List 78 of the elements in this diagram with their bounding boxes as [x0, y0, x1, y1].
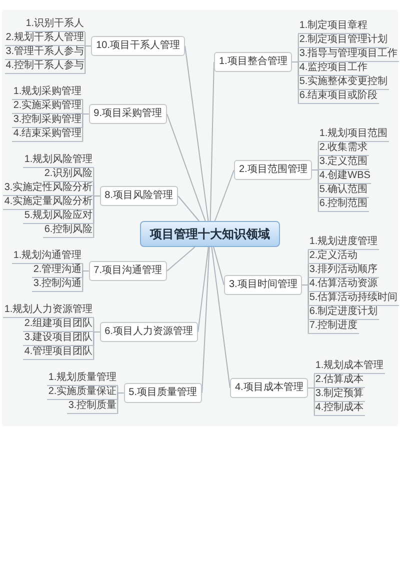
underlined-subtopic: 5.规划风险应对	[23, 210, 94, 224]
underlined-subtopic: 6.控制风险	[43, 224, 94, 238]
branch-line	[82, 270, 90, 292]
underlined-subtopic: 1.制定项目章程	[298, 20, 369, 34]
topic-box: 3.项目时间管理	[224, 275, 302, 295]
underlined-subtopic: 1.规划采购管理	[12, 86, 83, 100]
underlined-subtopic: 2.收集需求	[318, 142, 369, 156]
underlined-subtopic: 6.结束项目或阶段	[298, 90, 379, 104]
underlined-subtopic: 1.规划进度管理	[308, 236, 379, 250]
connector-line	[211, 246, 230, 388]
branch-line	[84, 46, 92, 74]
underlined-subtopic: 3.建设项目团队	[23, 332, 94, 346]
underlined-subtopic: 4.创建WBS	[318, 170, 372, 184]
underlined-subtopic: 4.监控项目工作	[298, 62, 369, 76]
underlined-subtopic: 4.结束采购管理	[12, 128, 83, 142]
branch-line	[82, 114, 90, 142]
topic-box: 5.项目质量管理	[124, 383, 202, 403]
central-topic-box: 项目管理十大知识领域	[140, 221, 280, 247]
topic-box: 9.项目采购管理	[88, 104, 167, 124]
topic-box: 7.项目沟通管理	[88, 261, 167, 281]
underlined-subtopic: 3.制定预算	[314, 388, 365, 402]
underlined-subtopic: 1.识别干系人	[24, 18, 86, 32]
topic-box: 4.项目成本管理	[230, 378, 308, 398]
topic-box: 10.项目干系人管理	[91, 36, 185, 56]
branch-line	[117, 392, 124, 414]
underlined-subtopic: 1.规划沟通管理	[12, 250, 83, 264]
underlined-subtopic: 3.控制质量	[67, 400, 118, 414]
topic-box: 2.项目范围管理	[234, 160, 312, 180]
underlined-subtopic: 2.规划干系人管理	[4, 32, 86, 46]
underlined-subtopic: 5.估算活动持续时间	[308, 292, 399, 306]
connector-line	[178, 196, 200, 222]
underlined-subtopic: 3.控制沟通	[32, 278, 83, 292]
underlined-subtopic: 3.管理干系人参与	[4, 46, 86, 60]
underlined-subtopic: 2.实施质量保证	[47, 386, 118, 400]
underlined-subtopic: 4.管理项目团队	[23, 346, 94, 360]
branch-line	[292, 62, 299, 104]
underlined-subtopic: 1.规划人力资源管理	[3, 304, 94, 318]
underlined-subtopic: 2.管理沟通	[32, 264, 83, 278]
underlined-subtopic: 5.实施整体变更控制	[298, 76, 389, 90]
underlined-subtopic: 4.实施定量风险分析	[3, 196, 94, 210]
branch-line	[302, 284, 309, 334]
underlined-subtopic: 3.排列活动顺序	[308, 264, 379, 278]
topic-box: 8.项目风险管理	[100, 186, 178, 206]
underlined-subtopic: 6.制定进度计划	[308, 306, 379, 320]
underlined-subtopic: 2.组建项目团队	[23, 318, 94, 332]
underlined-subtopic: 1.规划质量管理	[47, 372, 118, 386]
underlined-subtopic: 2.定义活动	[308, 250, 359, 264]
underlined-subtopic: 2.制定项目管理计划	[298, 34, 389, 48]
connector-line	[210, 62, 214, 222]
underlined-subtopic: 1.规划成本管理	[314, 360, 385, 374]
connector-line	[214, 170, 234, 222]
topic-box: 6.项目人力资源管理	[100, 322, 198, 342]
connector-line	[213, 246, 224, 286]
topic-box: 1.项目整合管理	[214, 52, 292, 72]
connector-line	[198, 246, 209, 332]
branch-line	[308, 388, 315, 416]
connector-line	[202, 246, 210, 394]
connector-line	[166, 246, 196, 272]
underlined-subtopic: 5.确认范围	[318, 184, 369, 198]
underlined-subtopic: 1.规划风险管理	[23, 154, 94, 168]
branch-line	[93, 196, 100, 238]
connector-line	[184, 46, 209, 222]
underlined-subtopic: 3.指导与管理项目工作	[298, 48, 399, 62]
underlined-subtopic: 3.控制采购管理	[12, 114, 83, 128]
underlined-subtopic: 4.控制干系人参与	[4, 60, 86, 74]
underlined-subtopic: 2.估算成本	[314, 374, 365, 388]
underlined-subtopic: 2.实施采购管理	[12, 100, 83, 114]
branch-line	[312, 170, 319, 212]
underlined-subtopic: 4.估算活动资源	[308, 278, 379, 292]
underlined-subtopic: 2.识别风险	[43, 168, 94, 182]
underlined-subtopic: 4.控制成本	[314, 402, 365, 416]
underlined-subtopic: 3.实施定性风险分析	[3, 182, 94, 196]
branch-line	[93, 332, 100, 360]
underlined-subtopic: 3.定义范围	[318, 156, 369, 170]
underlined-subtopic: 1.规划项目范围	[318, 128, 389, 142]
underlined-subtopic: 6.控制范围	[318, 198, 369, 212]
connector-line	[166, 114, 206, 222]
underlined-subtopic: 7.控制进度	[308, 320, 359, 334]
